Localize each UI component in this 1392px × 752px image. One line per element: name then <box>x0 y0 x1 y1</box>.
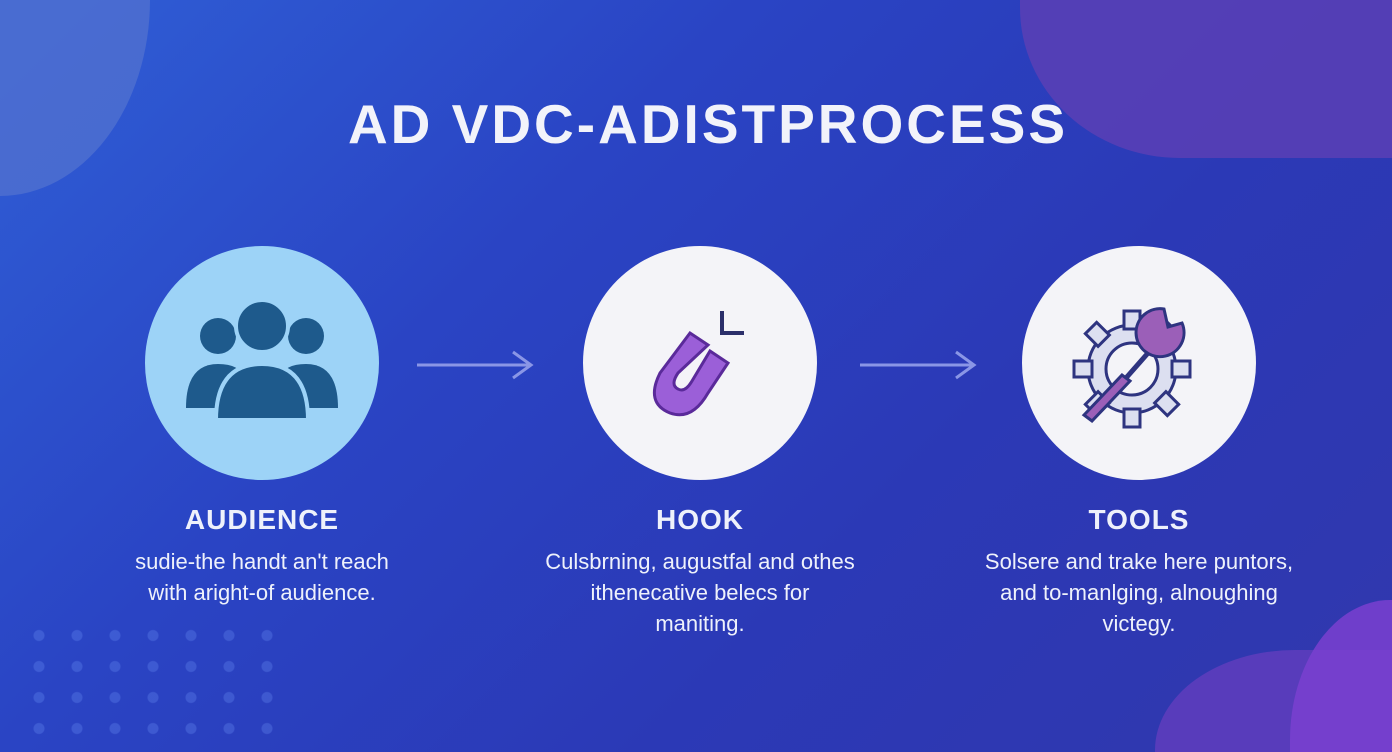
description-line: victegy. <box>1102 611 1176 636</box>
description-line: Solsere and trake here puntors, <box>984 549 1294 574</box>
description-line: Culsbrning, augustfal and othes <box>545 549 855 574</box>
description-line: ithenecative belecs for <box>590 580 810 605</box>
step-description: sudie-the handt an't reach with aright-o… <box>62 546 462 608</box>
description-line: sudie-the handt an't reach <box>135 549 389 574</box>
hook-circle <box>583 246 817 480</box>
tools-circle <box>1022 246 1256 480</box>
step-label: TOOLS <box>1088 504 1190 535</box>
arrow-right-icon <box>860 350 977 380</box>
step-audience: AUDIENCE sudie-the handt an't reach with… <box>62 246 462 608</box>
magnet-hook-icon <box>652 311 744 417</box>
step-hook: HOOK Culsbrning, augustfal and othes ith… <box>500 246 900 639</box>
description-line: with aright-of audience. <box>148 580 376 605</box>
step-tools: TOOLS Solsere and trake here puntors, an… <box>939 246 1339 639</box>
audience-circle <box>145 246 379 480</box>
arrow-right-icon <box>417 350 534 380</box>
step-label: HOOK <box>656 504 744 535</box>
step-label: AUDIENCE <box>184 504 340 535</box>
gear-wrench-icon <box>1072 307 1192 429</box>
decorative-dot-grid <box>20 620 290 750</box>
page-title: AD VDC-ADISTPROCESS <box>347 93 1069 155</box>
step-description: Solsere and trake here puntors, and to-m… <box>939 546 1339 639</box>
description-line: maniting. <box>655 611 745 636</box>
audience-icon <box>186 298 338 422</box>
step-description: Culsbrning, augustfal and othes itheneca… <box>500 546 900 639</box>
description-line: and to-manlging, alnoughing <box>1000 580 1278 605</box>
